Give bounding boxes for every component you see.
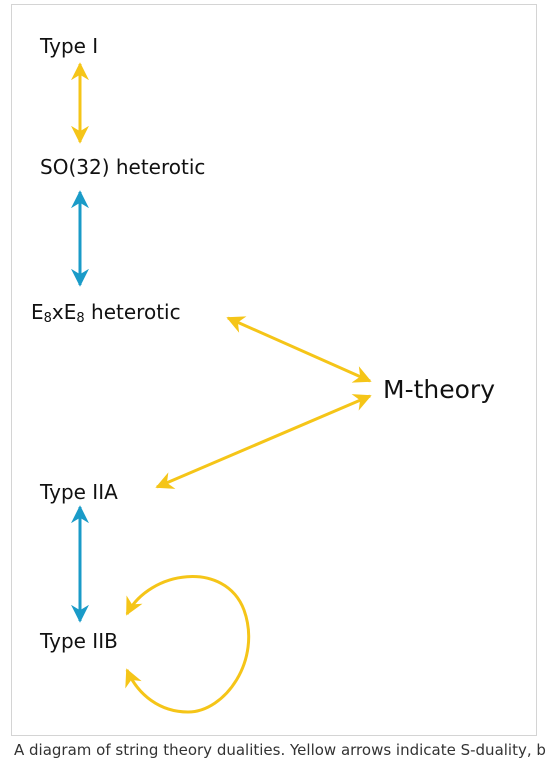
node-e8xe8-heterotic: E8xE8 heterotic	[31, 300, 181, 331]
node-type-iia: Type IIA	[40, 480, 118, 504]
arrow-e8-mtheory	[226, 316, 372, 383]
e8-sub-second: 8	[76, 311, 85, 326]
e8-suffix: heterotic	[84, 300, 181, 324]
figure-caption: A diagram of string theory dualities. Ye…	[14, 741, 547, 759]
node-so32-heterotic: SO(32) heterotic	[40, 155, 206, 179]
e8-sub-first: 8	[43, 311, 52, 326]
e8-x: x	[51, 300, 64, 324]
arrow-iia-mtheory	[155, 394, 372, 489]
node-type-i: Type I	[40, 34, 99, 58]
node-m-theory: M-theory	[383, 375, 495, 404]
e8-e-first: E	[31, 300, 44, 324]
node-type-iib: Type IIB	[40, 629, 118, 653]
arrow-iib-self-loop	[125, 575, 251, 714]
e8-e-second: E	[63, 300, 77, 324]
